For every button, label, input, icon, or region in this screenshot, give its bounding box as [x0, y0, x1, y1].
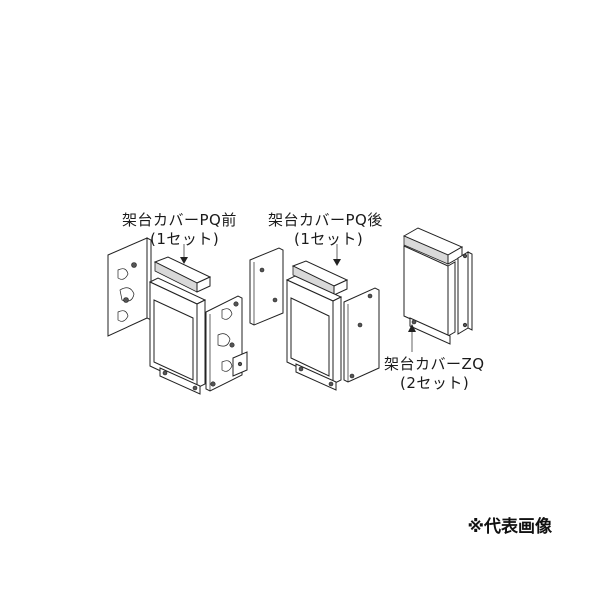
zq-front-panel — [403, 245, 456, 337]
pq-rear-qty: (1セット) — [294, 230, 364, 248]
leader-arrows — [180, 244, 416, 352]
zq-side-frame — [457, 251, 473, 335]
zq-qty: (2セット) — [400, 374, 470, 392]
pq-front-right-side-panel — [205, 295, 243, 392]
pq-front-top-bracket — [153, 256, 212, 293]
zq-bottom-rail — [409, 317, 451, 345]
pq-front-arrowhead — [180, 257, 188, 264]
pq-rear-top-bracket — [291, 260, 349, 296]
pq-rear-group — [249, 247, 380, 391]
representative-image-note: ※代表画像 — [467, 517, 552, 537]
pq-front-small-plate — [232, 351, 248, 377]
pq-front-group — [107, 237, 248, 395]
zq-group — [402, 227, 473, 345]
pq-rear-right-side-panel — [343, 287, 380, 383]
pq-rear-arrowhead — [333, 259, 341, 266]
zq-top-bracket — [402, 227, 464, 265]
zq-arrowhead — [408, 324, 416, 332]
pq-front-label: 架台カバーPQ前 — [122, 211, 237, 229]
pq-rear-main-panel — [285, 275, 343, 391]
pq-rear-left-side-panel — [249, 247, 284, 326]
pq-front-left-side-panel — [107, 237, 152, 337]
pq-front-main-panel — [148, 277, 207, 395]
pq-front-qty: (1セット) — [150, 230, 220, 248]
pq-rear-label: 架台カバーPQ後 — [268, 211, 383, 229]
zq-label: 架台カバーZQ — [384, 355, 485, 373]
